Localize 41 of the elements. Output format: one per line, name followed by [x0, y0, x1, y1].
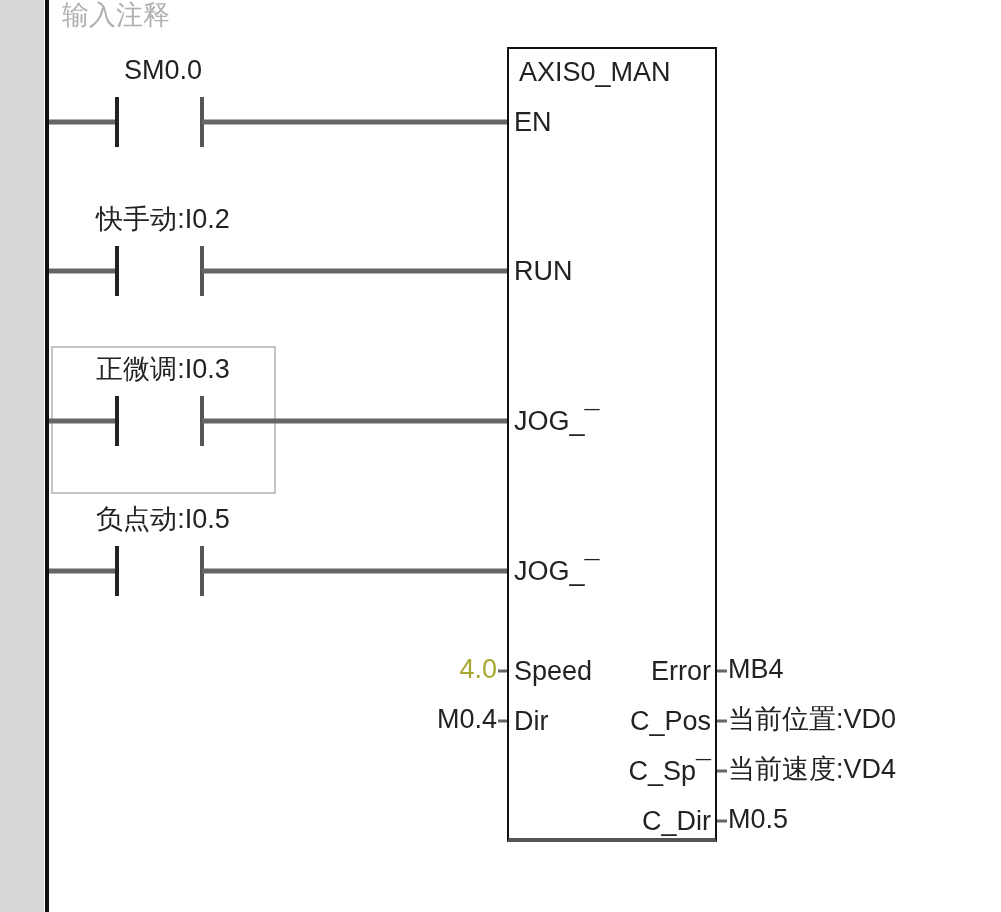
- wire: [49, 418, 78, 424]
- wire: [498, 719, 507, 723]
- wire: [717, 769, 727, 773]
- pin-label: Speed: [514, 656, 593, 686]
- pin-label: RUN: [514, 256, 573, 286]
- block-title: AXIS0_MAN: [519, 57, 671, 87]
- contact-label: 快手动:I0.2: [94, 204, 231, 234]
- wire: [717, 669, 727, 673]
- wire: [248, 418, 507, 424]
- contact: [78, 354, 248, 448]
- operand-label: 当前速度:VD4: [728, 754, 897, 784]
- operand-label: M0.5: [728, 804, 789, 834]
- pin-label: EN: [514, 107, 552, 137]
- wire: [49, 119, 78, 125]
- contact-label: 负点动:I0.5: [95, 504, 231, 534]
- wire: [248, 119, 507, 125]
- operand-label: 4.0: [459, 654, 497, 684]
- wire: [248, 268, 507, 274]
- pin-label: Error: [651, 656, 711, 686]
- contact: [78, 204, 248, 298]
- function-block: [507, 47, 717, 842]
- pin-label: JOG_¯: [514, 556, 600, 586]
- wire: [49, 568, 78, 574]
- pin-label: JOG_¯: [514, 406, 600, 436]
- operand-label: 当前位置:VD0: [728, 704, 897, 734]
- pin-label: C_Sp¯: [628, 756, 711, 786]
- wire: [717, 719, 727, 723]
- contact-label: 正微调:I0.3: [95, 354, 231, 384]
- wire: [49, 268, 78, 274]
- operand-label: M0.4: [436, 704, 497, 734]
- power-rail: [45, 0, 49, 912]
- wire: [717, 819, 727, 823]
- pin-label: Dir: [514, 706, 549, 736]
- contact-label: SM0.0: [122, 55, 203, 85]
- pin-label: C_Dir: [642, 806, 711, 836]
- wire: [498, 669, 507, 673]
- pin-label: C_Pos: [629, 706, 711, 736]
- operand-label: MB4: [728, 654, 784, 684]
- contact: [78, 504, 248, 598]
- wire: [248, 568, 507, 574]
- comment-text: 输入注释: [62, 0, 170, 30]
